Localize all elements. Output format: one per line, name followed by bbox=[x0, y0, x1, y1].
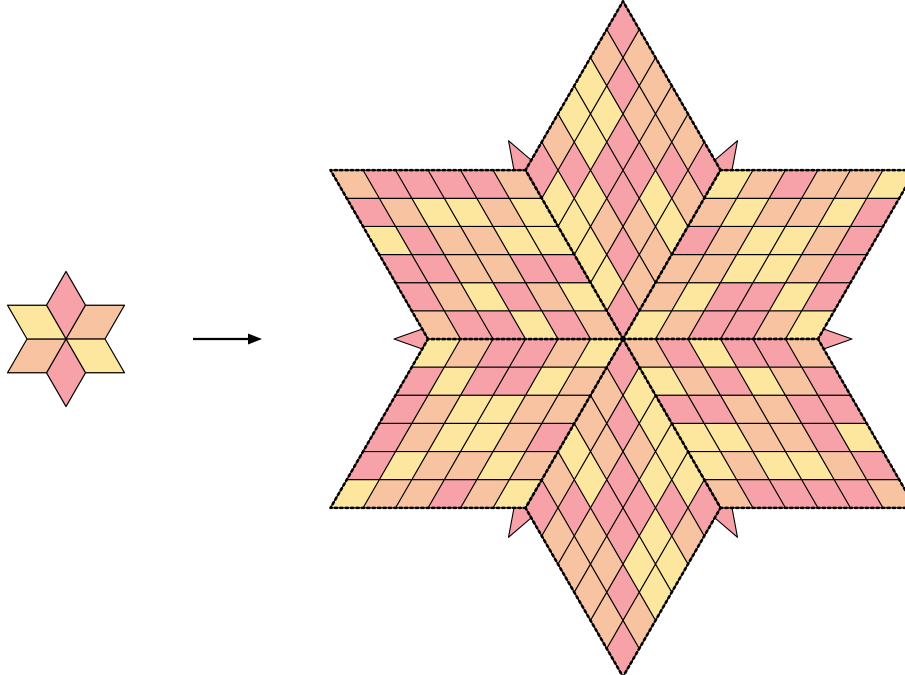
substitution-arrow bbox=[193, 334, 262, 345]
arrow-head bbox=[248, 334, 262, 345]
large-star-supertile bbox=[331, 1, 905, 675]
small-star-prototile bbox=[8, 271, 125, 406]
